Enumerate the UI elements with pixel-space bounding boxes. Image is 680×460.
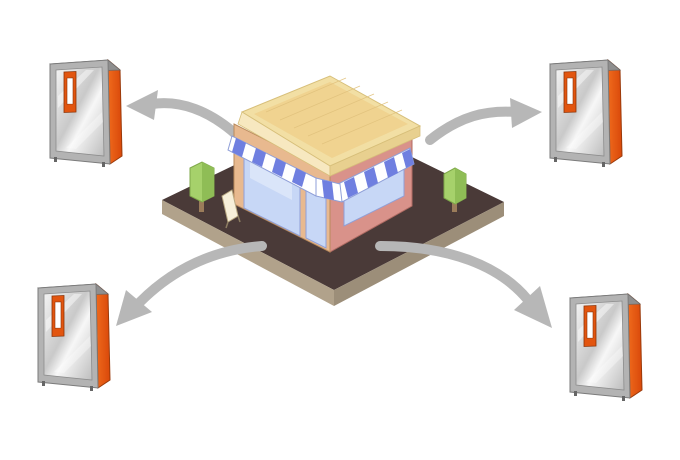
arrow-to-top-right — [425, 106, 521, 145]
distribution-arrows — [116, 90, 552, 328]
arrow-to-top-left — [147, 98, 245, 143]
tree-right-icon — [443, 167, 467, 212]
vending-machine-top-right — [549, 59, 623, 168]
vending-machine-icon — [549, 59, 623, 168]
storefront-icon — [221, 75, 422, 253]
arrow-to-bottom-right — [375, 241, 533, 305]
vending-machine-bottom-right — [569, 293, 643, 402]
vending-machine-bottom-left — [37, 283, 111, 392]
arrow-to-bottom-left — [135, 241, 267, 307]
tree-left-icon — [189, 161, 215, 212]
vending-machine-top-left — [49, 59, 123, 168]
vending-machine-icon — [37, 283, 111, 392]
store-sign-board-icon — [221, 189, 241, 229]
vending-machine-icon — [569, 293, 643, 402]
vending-machine-icon — [49, 59, 123, 168]
